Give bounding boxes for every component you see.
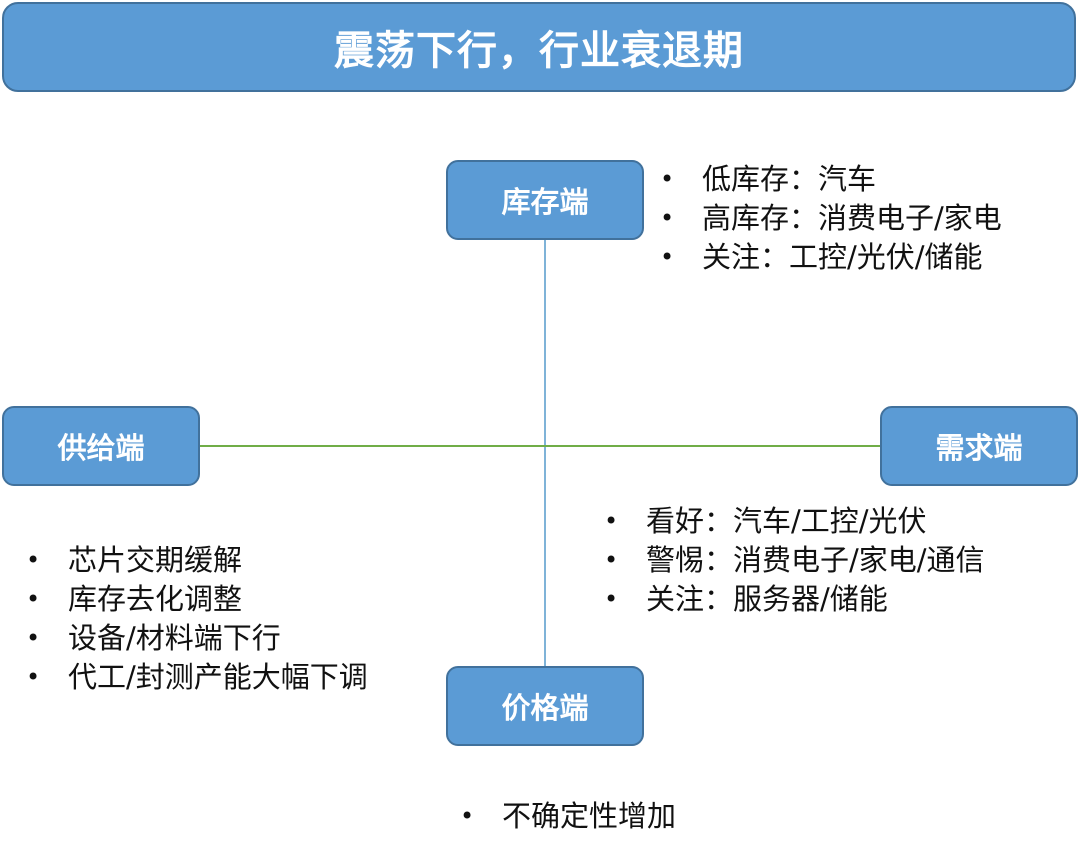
inventory-bullet: 高库存：消费电子/家电 — [660, 199, 1002, 238]
inventory-bullet: 低库存：汽车 — [660, 160, 1002, 199]
inventory-bullet: 关注：工控/光伏/储能 — [660, 238, 1002, 277]
demand-bullet: 关注：服务器/储能 — [604, 580, 985, 619]
price-node: 价格端 — [446, 666, 644, 746]
supply-bullet: 设备/材料端下行 — [26, 619, 368, 658]
supply-bullet-list: 芯片交期缓解 库存去化调整 设备/材料端下行 代工/封测产能大幅下调 — [26, 541, 368, 697]
supply-bullet: 代工/封测产能大幅下调 — [26, 658, 368, 697]
supply-node: 供给端 — [2, 406, 200, 486]
demand-bullet: 警惕：消费电子/家电/通信 — [604, 541, 985, 580]
inventory-node: 库存端 — [446, 160, 644, 240]
price-bullet-list: 不确定性增加 — [460, 797, 676, 836]
supply-bullet: 库存去化调整 — [26, 580, 368, 619]
diagram-title: 震荡下行，行业衰退期 — [334, 28, 744, 74]
vertical-axis-line — [544, 238, 546, 668]
supply-bullet: 芯片交期缓解 — [26, 541, 368, 580]
demand-node: 需求端 — [880, 406, 1078, 486]
price-bullet: 不确定性增加 — [460, 797, 676, 836]
demand-bullet: 看好：汽车/工控/光伏 — [604, 502, 985, 541]
horizontal-axis-line — [198, 445, 882, 447]
inventory-bullet-list: 低库存：汽车 高库存：消费电子/家电 关注：工控/光伏/储能 — [660, 160, 1002, 277]
title-banner: 震荡下行，行业衰退期 — [2, 2, 1076, 92]
demand-bullet-list: 看好：汽车/工控/光伏 警惕：消费电子/家电/通信 关注：服务器/储能 — [604, 502, 985, 619]
